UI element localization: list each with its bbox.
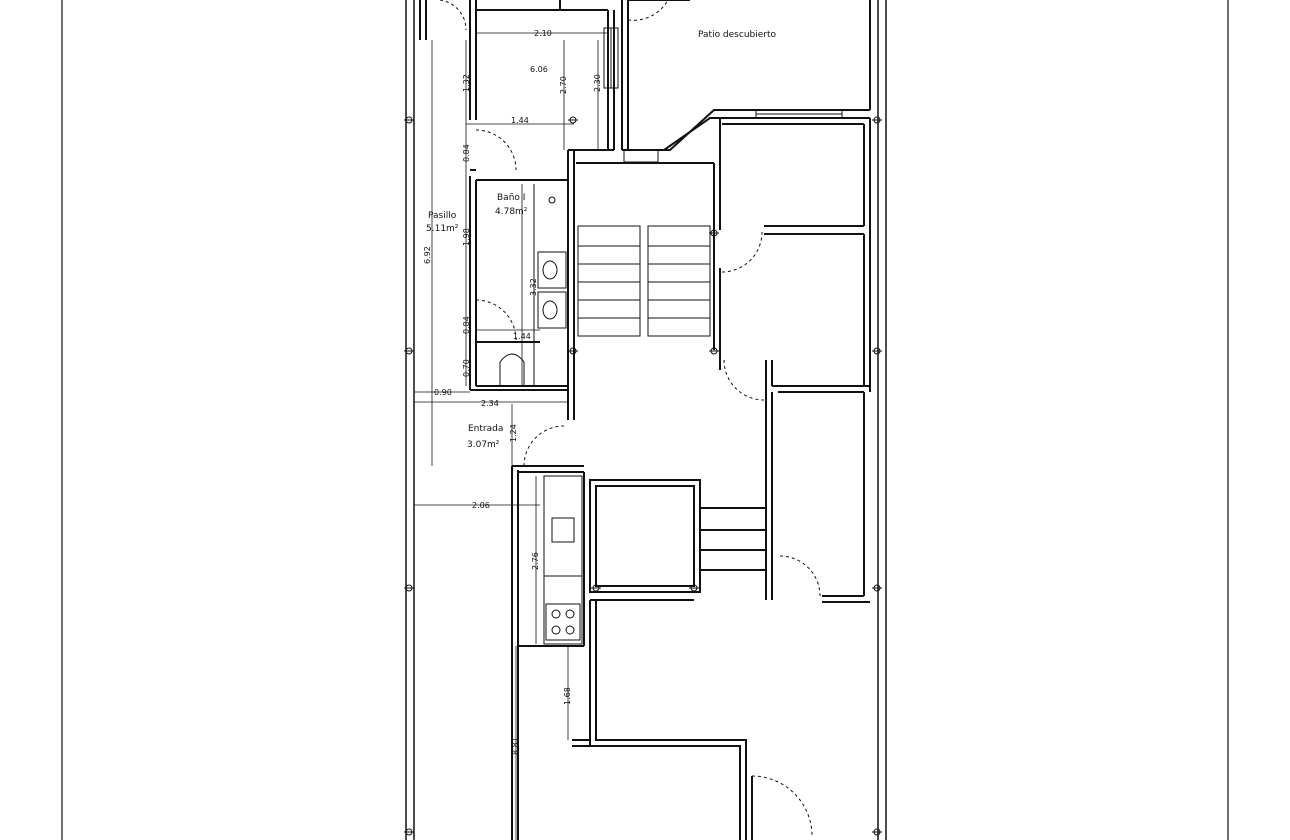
dim-6.06: 6.06 — [530, 65, 548, 74]
dim-2.70: 2.70 — [559, 76, 568, 94]
dim-1.98: 1.98 — [462, 228, 471, 246]
dim-8.81: 8.81 — [511, 737, 520, 755]
walls-lower — [511, 385, 870, 840]
dimension-labels: 2.10 6.06 2.70 2.30 1.32 1.44 0.84 1.98 … — [423, 29, 602, 755]
dim-0.90: 0.90 — [434, 388, 452, 397]
dim-1.44-upper: 1.44 — [511, 116, 529, 125]
dim-2.34: 2.34 — [481, 399, 499, 408]
room-area-entrada: 3.07m² — [467, 440, 500, 450]
bath-fixtures — [499, 184, 567, 386]
room-labels: Patio descubierto Baño I 4.78m² Pasillo … — [426, 30, 777, 450]
dim-0.84-upper: 0.84 — [462, 144, 471, 162]
dim-0.70: 0.70 — [462, 359, 471, 377]
dim-2.76: 2.76 — [531, 552, 540, 570]
kitchen-fixtures — [543, 475, 583, 645]
dim-6.92: 6.92 — [423, 246, 432, 264]
dim-2.06: 2.06 — [472, 501, 490, 510]
room-area-bano: 4.78m² — [495, 207, 528, 217]
dim-0.84-lower: 0.84 — [462, 316, 471, 334]
dim-1.32: 1.32 — [462, 74, 471, 92]
room-label-entrada: Entrada — [468, 424, 503, 434]
dim-1.24: 1.24 — [509, 424, 518, 442]
walls-upper — [419, 0, 871, 420]
room-label-bano: Baño I — [497, 193, 525, 203]
room-area-pasillo: 5.11m² — [426, 224, 459, 234]
room-label-pasillo: Pasillo — [428, 211, 457, 221]
outer-walls — [405, 0, 887, 840]
dim-1.44-lower: 1.44 — [513, 332, 531, 341]
sheet-frame — [61, 0, 1229, 840]
dim-3.32: 3.32 — [529, 278, 538, 296]
dim-2.30: 2.30 — [593, 74, 602, 92]
dimension-lines — [414, 32, 608, 840]
staircase — [577, 225, 711, 337]
room-label-patio: Patio descubierto — [698, 30, 777, 40]
windows — [603, 27, 843, 163]
dim-2.10: 2.10 — [534, 29, 552, 38]
dim-1.68: 1.68 — [563, 687, 572, 705]
door-swings — [439, 0, 821, 837]
